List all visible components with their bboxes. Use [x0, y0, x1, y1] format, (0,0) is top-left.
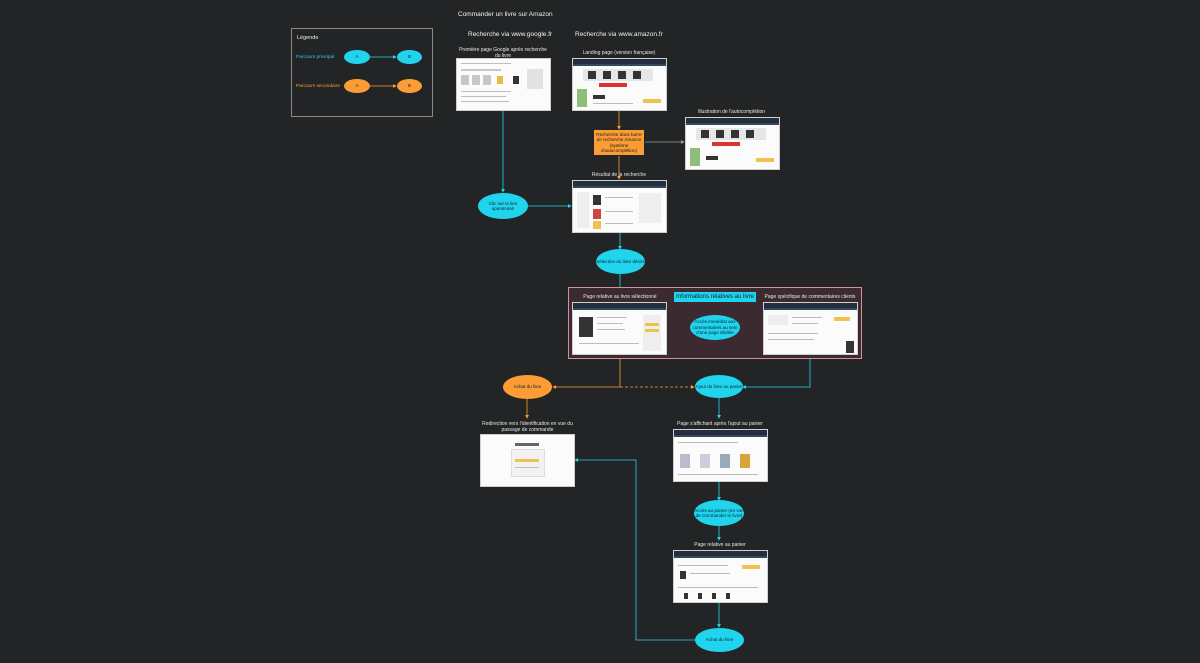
screenshot-google-results	[456, 58, 551, 111]
legend-secondary-node-a: A	[344, 79, 370, 93]
node-buy-book: Achat du livre	[695, 628, 744, 652]
node-add-to-cart: Ajout du livre au panier	[695, 375, 743, 398]
label-search-result: Résultat de la recherche	[591, 172, 647, 178]
legend-secondary-label: Parcours secondaire	[296, 84, 340, 89]
label-book-page: Page relative au livre sélectionné	[583, 294, 657, 300]
screenshot-amazon-landing	[572, 58, 667, 111]
screenshot-after-add-to-cart	[673, 429, 768, 482]
screenshot-book-page	[572, 302, 667, 355]
column-title-amazon: Recherche via www.amazon.fr	[575, 31, 663, 38]
screenshot-reviews-page	[763, 302, 858, 355]
node-sponsored-link-click: Clic sur le lien sponsorisé	[478, 193, 528, 219]
legend-secondary-node-b: B	[397, 79, 422, 93]
label-google-page: Première page Google après recherche du …	[459, 47, 547, 59]
legend-main-label: Parcours principal	[296, 55, 335, 60]
node-buy-book-secondary: Achat du livre	[503, 375, 552, 399]
legend-main-node-a: A	[344, 50, 370, 64]
diagram-title: Commander un livre sur Amazon	[458, 11, 553, 18]
screenshot-search-results	[572, 180, 667, 233]
label-redirect-login: Redirection vers l'identification en vue…	[482, 421, 573, 433]
screenshot-cart-page	[673, 550, 768, 603]
screenshot-login-page	[480, 434, 575, 487]
node-select-book: Sélection du livre désiré	[596, 249, 645, 274]
label-autocomplete-illustration: Illustration de l'autocomplétion	[697, 109, 766, 115]
screenshot-autocomplete	[685, 117, 780, 170]
column-title-google: Recherche via www.google.fr	[468, 31, 553, 38]
legend-title: Légende	[297, 35, 319, 41]
label-reviews-page: Page spécifique de commentaires clients	[764, 294, 856, 300]
legend-box	[291, 28, 433, 117]
legend-main-node-b: B	[397, 50, 422, 64]
group-header-book-information: Informations relatives au livre	[674, 292, 756, 302]
label-cart-page: Page relative au panier	[694, 542, 746, 548]
node-comments-access: Accès immédiat aux commentaires au sein …	[690, 315, 740, 340]
node-cart-access: Accès au panier (en vue de commander le …	[694, 500, 744, 526]
label-landing-page: Landing page (version française)	[582, 50, 656, 56]
label-after-add-to-cart: Page s'affichant après l'ajout au panier	[677, 421, 763, 427]
node-search-bar-autocomplete: Recherche dans barre de recherche Amazon…	[594, 130, 644, 155]
